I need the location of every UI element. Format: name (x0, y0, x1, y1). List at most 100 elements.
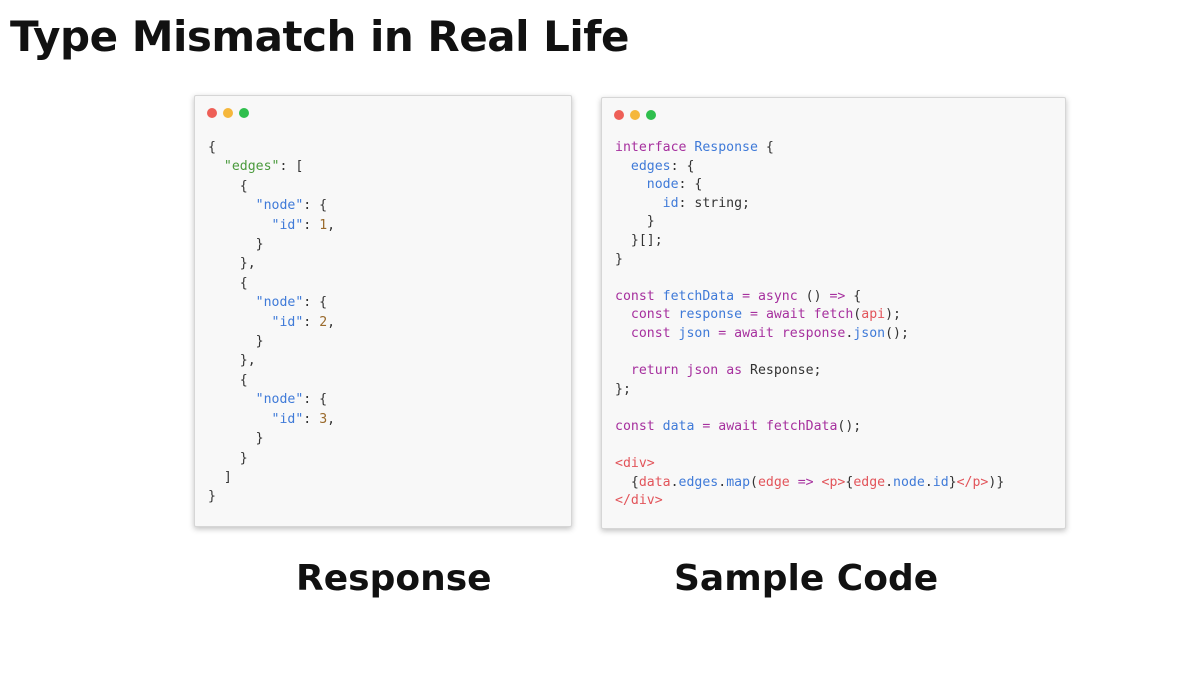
code-token (790, 475, 798, 490)
code-line: edges: { (615, 158, 1004, 177)
code-token: <p> (821, 474, 846, 490)
code-token: "id" (271, 314, 304, 330)
code-token: } (208, 431, 264, 447)
code-line: } (208, 332, 335, 351)
code-token: fetch (813, 307, 854, 323)
code-token (208, 159, 224, 174)
code-line: <div> (615, 455, 1004, 474)
code-token (758, 419, 766, 434)
code-token: data (638, 474, 671, 490)
code-token (208, 198, 256, 213)
code-line: "node": { (208, 390, 335, 409)
response-code: { "edges": [ { "node": { "id": 1, } }, {… (208, 138, 335, 507)
code-token: "node" (255, 198, 304, 214)
code-token (208, 295, 256, 310)
code-line: }; (615, 381, 1004, 400)
code-line: }, (208, 254, 335, 273)
maximize-dot-icon (646, 110, 656, 120)
page-title: Type Mismatch in Real Life (10, 12, 630, 61)
code-token: </p> (956, 474, 989, 490)
code-token: : { (670, 158, 695, 174)
code-token: } (948, 474, 957, 490)
code-token: 3 (319, 411, 328, 427)
code-token: : (303, 217, 320, 233)
code-line: interface Response { (615, 139, 1004, 158)
code-token: "node" (255, 295, 304, 311)
code-token: }, (208, 256, 256, 272)
code-token: edge (853, 474, 886, 490)
code-token: ] (208, 469, 232, 485)
code-line: } (208, 449, 335, 468)
code-token (615, 400, 623, 415)
code-token: data (662, 418, 695, 434)
code-token (742, 307, 750, 322)
window-controls (614, 110, 656, 120)
code-token: { (208, 372, 248, 388)
code-token: } (208, 237, 264, 253)
code-token: await (718, 418, 758, 434)
response-window: { "edges": [ { "node": { "id": 1, } }, {… (194, 95, 572, 527)
maximize-dot-icon (239, 108, 249, 118)
code-line: "edges": [ (208, 157, 335, 176)
code-line: </div> (615, 492, 1004, 511)
code-token: api (861, 307, 886, 323)
code-token: = (718, 325, 727, 341)
code-token (615, 159, 631, 174)
code-line: const json = await response.json(); (615, 325, 1004, 344)
code-token (726, 326, 734, 341)
code-token: (); (837, 418, 862, 434)
code-token: } (208, 489, 216, 505)
window-controls (207, 108, 249, 118)
code-token: return (630, 363, 679, 379)
code-token (615, 270, 623, 285)
code-token: { (208, 140, 216, 155)
code-token: node (646, 177, 679, 193)
code-token (615, 345, 623, 360)
code-token: Response (694, 140, 758, 155)
code-token: await (734, 325, 774, 341)
code-token (718, 363, 726, 378)
code-token: } (615, 214, 655, 230)
code-token: Response; (742, 363, 822, 379)
code-token (758, 307, 766, 322)
code-token: edge (757, 474, 790, 490)
response-caption: Response (296, 558, 492, 599)
code-line: node: { (615, 176, 1004, 195)
code-token: "id" (271, 411, 304, 427)
code-token: (); (885, 325, 909, 341)
code-line: ] (208, 468, 335, 487)
code-line: {data.edges.map(edge => <p>{edge.node.id… (615, 474, 1004, 493)
code-token: . (670, 474, 679, 490)
code-token: : (303, 411, 320, 427)
code-line: } (208, 235, 335, 254)
code-token: . (845, 325, 854, 341)
code-token: const (630, 325, 671, 341)
code-token: "edges" (223, 159, 280, 175)
code-token: json (678, 325, 711, 341)
code-token (814, 475, 822, 490)
code-line (615, 344, 1004, 363)
code-token (208, 412, 272, 427)
code-token: fetchData (662, 288, 735, 304)
close-dot-icon (614, 110, 624, 120)
code-token: : { (303, 392, 328, 408)
code-token: => (829, 288, 846, 304)
code-line: } (615, 251, 1004, 270)
code-token: map (726, 474, 751, 490)
code-token (615, 363, 631, 378)
code-token: edges (678, 474, 719, 490)
code-line: { (208, 177, 335, 196)
code-token: "id" (271, 217, 304, 233)
code-token: { (757, 140, 774, 155)
code-token (671, 307, 679, 322)
code-token: . (718, 474, 727, 490)
code-token: await (765, 307, 806, 323)
code-token: const (615, 418, 655, 434)
code-token: edges (630, 158, 671, 174)
code-token: , (327, 314, 336, 330)
code-token: () (797, 288, 830, 304)
code-token: id (662, 195, 679, 211)
code-token: { (615, 474, 639, 490)
code-token: => (797, 474, 814, 490)
code-token: id (932, 474, 949, 490)
